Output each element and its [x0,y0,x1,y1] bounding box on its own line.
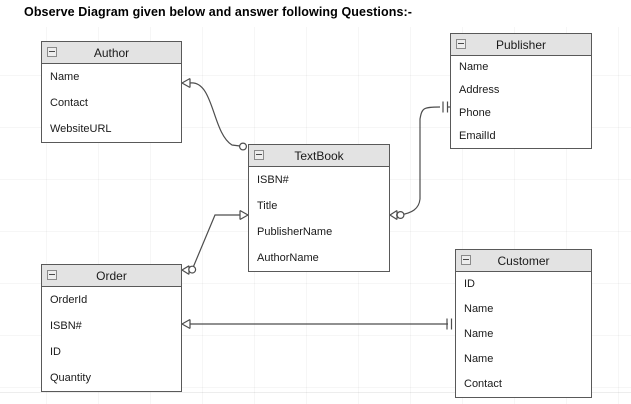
entity-textbook[interactable]: TextBook ISBN# Title PublisherName Autho… [248,144,390,272]
attribute-row: Address [459,84,500,96]
minus-square-icon[interactable] [456,39,466,49]
entity-order-title: Order [96,268,127,283]
page-title: Observe Diagram given below and answer f… [24,5,413,19]
minus-square-icon[interactable] [254,150,264,160]
relationship-publisher-textbook [389,101,450,221]
attribute-row: Quantity [50,371,91,384]
entity-order-header[interactable]: Order [42,265,181,287]
attribute-row: Name [459,61,489,73]
attribute-row: OrderId [50,293,88,306]
entity-customer[interactable]: Customer ID Name Name Name Contact [455,249,592,398]
entity-author-title: Author [93,45,130,60]
attribute-row: Phone [459,107,491,119]
relationship-order-customer [181,318,453,330]
entity-publisher-header[interactable]: Publisher [451,34,591,56]
entity-order-attributes: OrderId ISBN# ID Quantity [42,287,181,391]
attribute-row: Name [464,303,494,315]
attribute-row: Name [464,328,494,340]
entity-textbook-attributes: ISBN# Title PublisherName AuthorName [249,167,389,271]
entity-publisher[interactable]: Publisher Name Address Phone EmailId [450,33,592,149]
attribute-row: Name [50,70,80,83]
attribute-row: Title [257,199,278,212]
attribute-row: PublisherName [257,225,333,238]
attribute-row: Contact [50,96,88,109]
entity-customer-title: Customer [497,253,550,268]
entity-textbook-title: TextBook [294,148,344,163]
minus-square-icon[interactable] [47,47,57,57]
canvas-baseline [0,392,631,393]
attribute-row: ISBN# [257,173,289,186]
entity-publisher-title: Publisher [495,37,547,52]
attribute-row: ID [464,278,475,290]
diagram-canvas: Author Name Contact WebsiteURL Publisher… [0,27,631,404]
entity-author-header[interactable]: Author [42,42,181,64]
attribute-row: AuthorName [257,251,319,264]
attribute-row: Contact [464,378,502,390]
attribute-row: ID [50,345,61,358]
minus-square-icon[interactable] [461,255,471,265]
entity-publisher-attributes: Name Address Phone EmailId [451,56,591,148]
minus-square-icon[interactable] [47,270,57,280]
entity-customer-header[interactable]: Customer [456,250,591,272]
attribute-row: Name [464,353,494,365]
relationship-order-textbook [181,209,249,275]
entity-order[interactable]: Order OrderId ISBN# ID Quantity [41,264,182,392]
entity-author[interactable]: Author Name Contact WebsiteURL [41,41,182,143]
attribute-row: EmailId [459,130,496,142]
entity-customer-attributes: ID Name Name Name Contact [456,272,591,397]
attribute-row: ISBN# [50,319,82,332]
relationship-author-textbook [181,77,248,151]
attribute-row: WebsiteURL [50,122,112,135]
entity-textbook-header[interactable]: TextBook [249,145,389,167]
entity-author-attributes: Name Contact WebsiteURL [42,64,181,142]
